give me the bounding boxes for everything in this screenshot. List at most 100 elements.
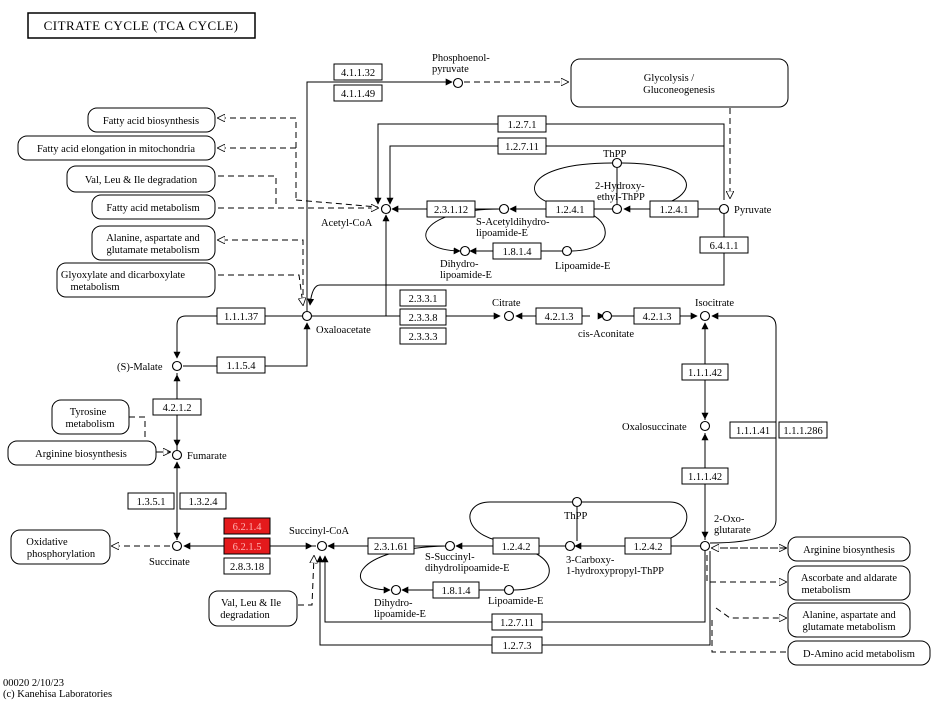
enzyme-1.3.2.4[interactable]: 1.3.2.4 [179,492,227,510]
label-s-succinyl-1: S-Succinyl- [425,552,475,563]
footer-id-date: 00020 2/10/23 [3,678,64,689]
svg-text:Arginine biosynthesis: Arginine biosynthesis [803,545,895,556]
enzyme-1.1.5.4[interactable]: 1.1.5.4 [216,356,266,374]
enzyme-1.2.4.1-b[interactable]: 1.2.4.1 [649,200,699,218]
enzyme-1.1.1.286[interactable]: 1.1.1.286 [778,421,828,439]
enzyme-2.3.3.1[interactable]: 2.3.3.1 [399,289,447,307]
enzyme-4.2.1.3-b[interactable]: 4.2.1.3 [633,307,681,325]
label-pep-2: pyruvate [432,64,469,75]
compound-node-oxoglutarate[interactable] [699,540,711,552]
enzyme-4.1.1.49[interactable]: 4.1.1.49 [333,84,383,102]
svg-text:Oxidative: Oxidative [26,537,68,548]
label-dihydro-1a: Dihydro- [440,259,479,270]
enzyme-6.2.1.5[interactable]: 6.2.1.5 [223,537,271,555]
enzyme-1.8.1.4-a[interactable]: 1.8.1.4 [492,242,542,260]
svg-text:1.3.2.4: 1.3.2.4 [189,497,219,508]
label-oxoglutarate-2: glutarate [714,525,751,536]
enzyme-4.2.1.2[interactable]: 4.2.1.2 [152,398,202,416]
svg-text:Val, Leu & Ile: Val, Leu & Ile [221,598,281,609]
enzyme-1.1.1.41[interactable]: 1.1.1.41 [729,421,777,439]
svg-text:1.1.5.4: 1.1.5.4 [227,361,257,372]
compound-node-oxaloacetate[interactable] [301,310,313,322]
svg-text:glutamate metabolism: glutamate metabolism [802,622,895,633]
map-fatty-acid-elongation[interactable]: Fatty acid elongation in mitochondria [17,135,216,161]
svg-text:1.8.1.4: 1.8.1.4 [503,247,533,258]
map-val-leu-ile-degradation-1[interactable]: Val, Leu & Ile degradation [66,165,216,193]
map-glyoxylate-dicarboxylate[interactable]: Glyoxylate and dicarboxylate metabolism [56,262,216,298]
svg-text:Fatty acid metabolism: Fatty acid metabolism [106,203,199,214]
map-fatty-acid-biosynthesis[interactable]: Fatty acid biosynthesis [87,107,216,133]
compound-node-succinyl-coa[interactable] [316,540,328,552]
map-oxidative-phosphorylation[interactable]: Oxidative phosphorylation [10,529,111,565]
compound-node-lipoamide-2[interactable] [503,584,515,596]
enzyme-1.2.4.1-a[interactable]: 1.2.4.1 [545,200,595,218]
label-citrate: Citrate [492,298,521,309]
compound-node-hydroxyethyl-thpp[interactable] [611,203,623,215]
compound-node-malate[interactable] [171,360,183,372]
compound-node-dihydrolipoamide-1[interactable] [459,245,471,257]
compound-node-citrate[interactable] [503,310,515,322]
enzyme-2.3.1.12[interactable]: 2.3.1.12 [426,200,476,218]
svg-text:6.4.1.1: 6.4.1.1 [710,241,739,252]
enzyme-1.2.4.2-a[interactable]: 1.2.4.2 [492,537,540,555]
enzymes: 4.1.1.32 4.1.1.49 1.2.7.1 1.2.7.11 2.3.1… [127,63,828,654]
enzyme-2.3.3.3[interactable]: 2.3.3.3 [399,327,447,345]
compound-node-succinate[interactable] [171,540,183,552]
enzyme-1.1.1.42-a[interactable]: 1.1.1.42 [681,363,729,381]
enzyme-1.2.4.2-b[interactable]: 1.2.4.2 [624,537,672,555]
compound-node-s-acetyldihydrolipoamide[interactable] [498,203,510,215]
svg-text:4.2.1.2: 4.2.1.2 [163,403,192,414]
label-dihydro-1b: lipoamide-E [440,270,492,281]
svg-text:6.2.1.5: 6.2.1.5 [233,542,262,553]
map-val-leu-ile-degradation-2[interactable]: Val, Leu & Ile degradation [208,590,298,627]
enzyme-4.1.1.32[interactable]: 4.1.1.32 [333,63,383,81]
compound-node-thpp-1[interactable] [611,157,623,169]
compound-node-oxalosuccinate[interactable] [699,420,711,432]
enzyme-2.3.1.61[interactable]: 2.3.1.61 [367,537,415,555]
svg-text:1.2.7.11: 1.2.7.11 [505,142,539,153]
enzyme-1.2.7.1[interactable]: 1.2.7.1 [497,115,547,133]
compound-node-cis-aconitate[interactable] [601,310,613,322]
enzyme-6.2.1.4[interactable]: 6.2.1.4 [223,517,271,535]
label-hydroxyethyl-1: 2-Hydroxy- [595,181,645,192]
svg-text:1.2.4.1: 1.2.4.1 [556,205,585,216]
compound-node-dihydrolipoamide-2[interactable] [390,584,402,596]
map-arginine-biosynthesis-1[interactable]: Arginine biosynthesis [7,440,157,466]
svg-text:1.3.5.1: 1.3.5.1 [137,497,166,508]
map-ala-asp-glu-2[interactable]: Alanine, aspartate and glutamate metabol… [787,602,911,638]
compound-node-acetyl-coa[interactable] [380,203,392,215]
svg-text:1.2.4.2: 1.2.4.2 [634,542,663,553]
enzyme-1.3.5.1[interactable]: 1.3.5.1 [127,492,175,510]
compound-node-lipoamide-1[interactable] [561,245,573,257]
compound-node-thpp-2[interactable] [571,496,583,508]
enzyme-1.2.7.3[interactable]: 1.2.7.3 [491,636,543,654]
enzyme-1.1.1.42-b[interactable]: 1.1.1.42 [681,467,729,485]
enzyme-1.2.7.11-b[interactable]: 1.2.7.11 [491,613,543,631]
map-tyrosine-metabolism[interactable]: Tyrosine metabolism [51,399,130,435]
svg-text:D-Amino acid metabolism: D-Amino acid metabolism [803,649,915,660]
enzyme-6.4.1.1[interactable]: 6.4.1.1 [699,236,749,254]
compound-node-pep[interactable] [452,77,464,89]
compound-node-s-succinyldihydrolipoamide[interactable] [444,540,456,552]
svg-text:1.2.4.2: 1.2.4.2 [502,542,531,553]
map-glycolysis[interactable]: Glycolysis / Gluconeogenesis [570,58,789,108]
map-ala-asp-glu-1[interactable]: Alanine, aspartate and glutamate metabol… [91,225,216,261]
compound-node-carboxy-hydroxypropyl-thpp[interactable] [564,540,576,552]
compound-node-isocitrate[interactable] [699,310,711,322]
enzyme-1.8.1.4-b[interactable]: 1.8.1.4 [432,581,480,599]
svg-text:2.3.3.1: 2.3.3.1 [409,294,438,305]
enzyme-2.3.3.8[interactable]: 2.3.3.8 [399,308,447,326]
enzyme-2.8.3.18[interactable]: 2.8.3.18 [223,557,271,575]
map-arginine-biosynthesis-2[interactable]: Arginine biosynthesis [787,536,911,562]
map-fatty-acid-metabolism[interactable]: Fatty acid metabolism [91,194,216,220]
svg-text:Glyoxylate and dicarboxylate: Glyoxylate and dicarboxylate [61,270,186,281]
map-ascorbate-aldarate[interactable]: Ascorbate and aldarate metabolism [787,565,911,601]
compound-node-pyruvate[interactable] [718,203,730,215]
compound-node-fumarate[interactable] [171,449,183,461]
enzyme-1.1.1.37[interactable]: 1.1.1.37 [216,307,266,325]
label-oxalosuccinate: Oxalosuccinate [622,422,687,433]
map-d-amino-acid-metabolism[interactable]: D-Amino acid metabolism [787,640,931,666]
label-succinate: Succinate [149,557,190,568]
enzyme-1.2.7.11[interactable]: 1.2.7.11 [497,137,547,155]
enzyme-4.2.1.3-a[interactable]: 4.2.1.3 [535,307,583,325]
